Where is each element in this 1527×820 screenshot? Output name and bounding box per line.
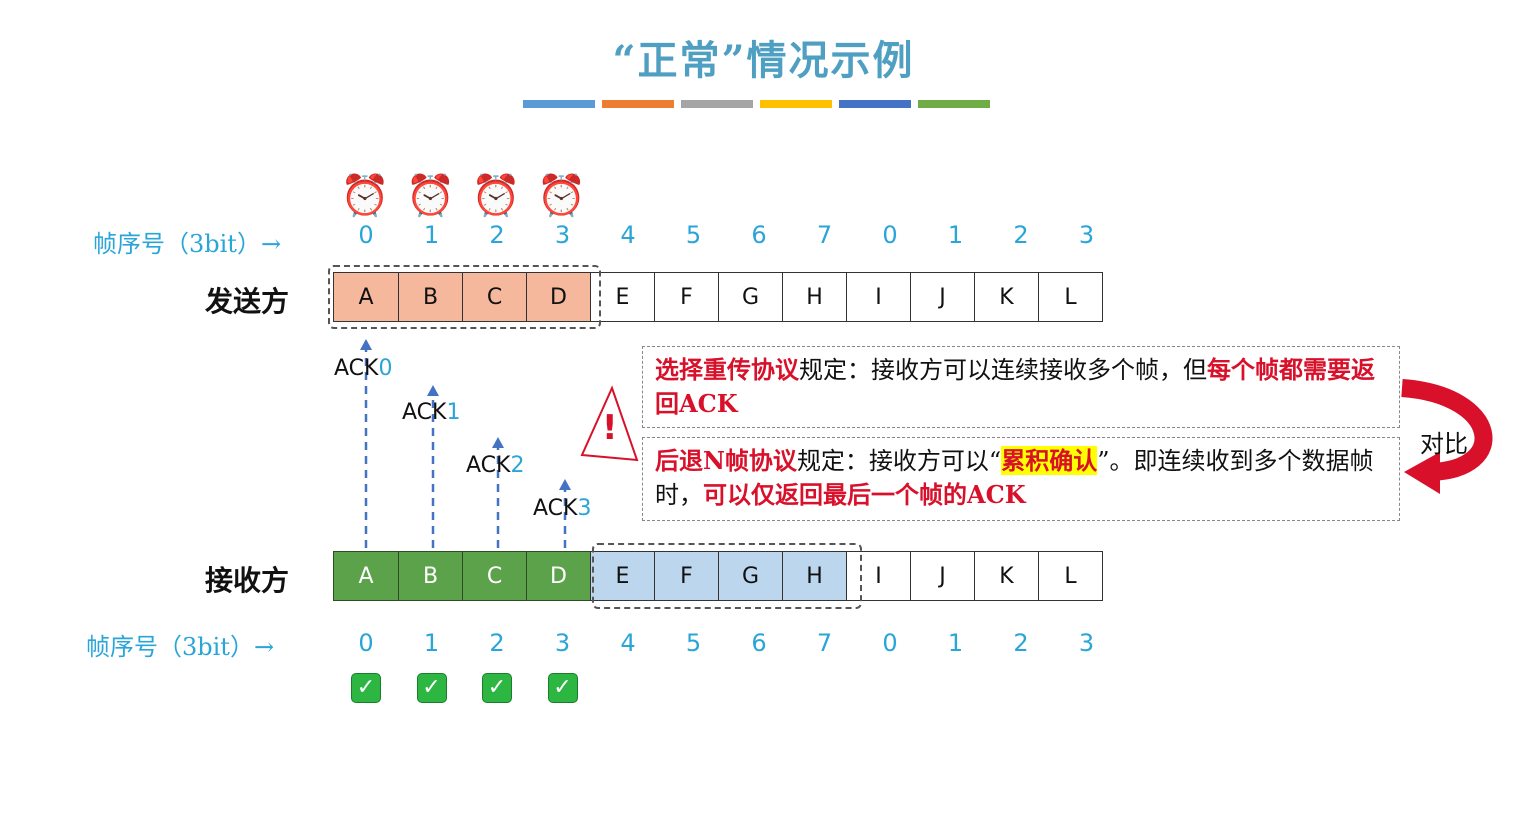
seq-number: 3 [1078, 221, 1095, 249]
warning-mark: ! [602, 408, 618, 448]
seq-number: 3 [1078, 629, 1095, 657]
check-icon: ✓ [351, 673, 381, 703]
frame-cell: I [846, 272, 911, 322]
frame-cell: H [782, 272, 847, 322]
frame-cell: E [590, 551, 655, 601]
compare-arrow-icon [1401, 379, 1493, 494]
sender-label: 发送方 [205, 285, 290, 318]
ack-label-3: ACK3 [533, 496, 592, 521]
title-strip-segment [602, 100, 674, 108]
seq-number: 5 [685, 629, 702, 657]
frame-cell: A [333, 551, 399, 601]
alarm-clock-icon: ⏰ [471, 173, 521, 219]
seq-label-bottom: 帧序号（3bit）→ [86, 633, 275, 661]
title-strip-segment [839, 100, 911, 108]
ack0-arrow-head [360, 339, 372, 350]
seq-number: 7 [816, 629, 833, 657]
seq-number: 3 [554, 221, 571, 249]
frame-cell: J [910, 551, 975, 601]
frame-cell: C [462, 551, 527, 601]
warning-icon [580, 385, 639, 462]
check-icon: ✓ [547, 673, 578, 703]
seq-number: 0 [882, 629, 898, 657]
frame-cell: H [782, 551, 847, 601]
seq-number: 5 [685, 221, 702, 249]
frame-cell: F [654, 272, 719, 322]
ack-label-2: ACK2 [466, 453, 525, 478]
seq-number: 2 [1013, 221, 1029, 249]
frame-cell: B [398, 551, 463, 601]
seq-number: 1 [423, 629, 440, 657]
frame-cell: D [526, 551, 591, 601]
receiver-label: 接收方 [205, 564, 290, 597]
frame-cell: D [526, 272, 591, 322]
ack1-arrow-head [427, 385, 439, 396]
compare-label: 对比 [1420, 430, 1468, 458]
ack-label-0: ACK0 [334, 356, 393, 381]
seq-number: 1 [947, 629, 964, 657]
sender-window [328, 265, 601, 329]
check-icon: ✓ [416, 673, 447, 703]
frame-cell: F [654, 551, 719, 601]
seq-number: 0 [882, 221, 898, 249]
ack-label-1: ACK1 [402, 400, 461, 425]
alarm-clock-icon: ⏰ [405, 173, 456, 219]
check-icon: ✓ [482, 673, 512, 703]
selective-repeat-note: 选择重传协议规定：接收方可以连续接收多个帧，但每个帧都需要返回ACK [642, 346, 1400, 428]
seq-number: 2 [489, 221, 505, 249]
seq-number: 7 [816, 221, 833, 249]
alarm-clock-icon: ⏰ [536, 173, 587, 219]
seq-number: 3 [554, 629, 571, 657]
ack2-arrow-head [492, 437, 504, 448]
ack3-arrow-head [559, 479, 571, 490]
seq-number: 6 [751, 221, 767, 249]
title-strip-segment [918, 100, 990, 108]
frame-cell: C [462, 272, 527, 322]
frame-cell: K [974, 272, 1039, 322]
seq-number: 2 [1013, 629, 1029, 657]
frame-cell: E [590, 272, 655, 322]
frame-cell: B [398, 272, 463, 322]
seq-number: 0 [358, 221, 374, 249]
frame-cell: G [718, 551, 783, 601]
frame-cell: G [718, 272, 783, 322]
frame-cell: A [333, 272, 399, 322]
frame-cell: L [1038, 272, 1103, 322]
frame-cell: I [846, 551, 911, 601]
seq-number: 4 [620, 629, 636, 657]
frame-cell: L [1038, 551, 1103, 601]
title-strip-segment [523, 100, 595, 108]
seq-number: 2 [489, 629, 505, 657]
seq-label-top: 帧序号（3bit）→ [93, 230, 282, 258]
frame-cell: J [910, 272, 975, 322]
title-strip-segment [681, 100, 753, 108]
go-back-n-note: 后退N帧协议规定：接收方可以“累积确认”。即连续收到多个数据帧时，可以仅返回最后… [642, 437, 1400, 521]
frame-cell: K [974, 551, 1039, 601]
alarm-clock-icon: ⏰ [340, 173, 390, 219]
seq-number: 1 [947, 221, 964, 249]
page-title: “正常”情况示例 [612, 37, 915, 84]
receiver-window [592, 543, 862, 609]
title-strip-segment [760, 100, 832, 108]
seq-number: 0 [358, 629, 374, 657]
seq-number: 1 [423, 221, 440, 249]
seq-number: 4 [620, 221, 636, 249]
seq-number: 6 [751, 629, 767, 657]
